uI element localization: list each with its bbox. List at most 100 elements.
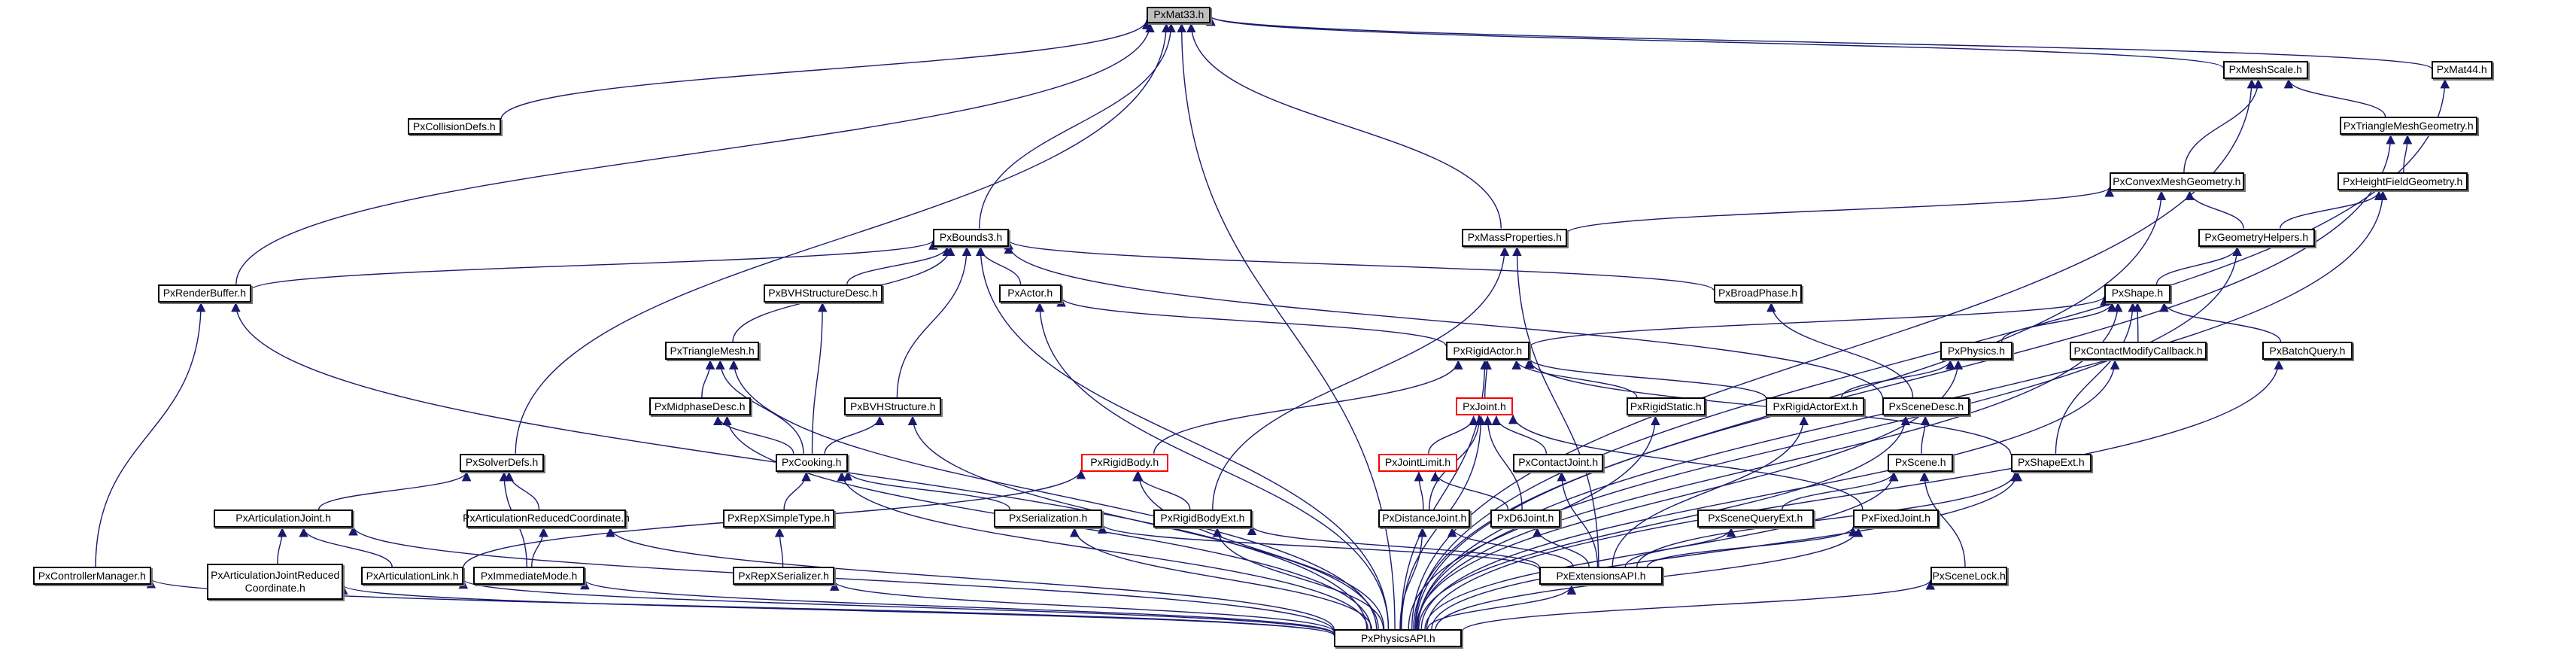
edge-PxBVHStructureDesc-to-PxBounds3	[846, 246, 952, 284]
node-px-shape[interactable]: PxShape.h	[2104, 284, 2170, 303]
edge-PxD6Joint-to-PxJoint	[1483, 415, 1523, 509]
node-px-joint[interactable]: PxJoint.h	[1455, 397, 1514, 416]
edge-PxPhysicsAPI-to-PxSceneDesc	[1417, 415, 1911, 630]
edge-PxExtensionsAPI-to-PxContactJoint	[1557, 471, 1599, 567]
edge-PxExtensionsAPI-to-PxD6Joint	[1533, 527, 1590, 567]
node-px-joint-limit[interactable]: PxJointLimit.h	[1378, 453, 1457, 472]
node-px-geometry-helpers[interactable]: PxGeometryHelpers.h	[2198, 228, 2315, 247]
node-px-extensions-api[interactable]: PxExtensionsAPI.h	[1539, 567, 1663, 586]
node-px-mat-44[interactable]: PxMat44.h	[2431, 60, 2492, 79]
edge-PxPhysicsAPI-to-PxCooking	[837, 471, 1368, 630]
node-px-triangle-mesh[interactable]: PxTriangleMesh.h	[665, 342, 759, 360]
edge-PxPhysicsAPI-to-PxArticulationJoint	[348, 525, 1335, 632]
edge-PxPhysicsAPI-to-PxBVHStructure	[907, 415, 1379, 630]
node-px-serialization[interactable]: PxSerialization.h	[994, 509, 1103, 528]
node-px-cooking[interactable]: PxCooking.h	[775, 453, 848, 472]
node-px-fixed-joint[interactable]: PxFixedJoint.h	[1853, 509, 1939, 528]
node-px-immediate-mode[interactable]: PxImmediateMode.h	[472, 567, 585, 586]
node-px-scene-query-ext[interactable]: PxSceneQueryExt.h	[1697, 509, 1814, 528]
edge-PxDistanceJoint-to-PxJointLimit	[1414, 471, 1424, 509]
node-px-rigid-body-ext[interactable]: PxRigidBodyExt.h	[1153, 509, 1252, 528]
edge-PxPhysicsAPI-to-PxRepXSerializer	[830, 580, 1335, 633]
node-px-articulation-joint[interactable]: PxArticulationJoint.h	[213, 509, 354, 528]
node-px-articulation-link[interactable]: PxArticulationLink.h	[361, 567, 463, 586]
edge-PxMat44-to-PxMat33	[1206, 15, 2432, 69]
node-px-scene-desc[interactable]: PxSceneDesc.h	[1882, 397, 1970, 416]
edge-PxRigidActorExt-to-PxRigidActor	[1524, 357, 1767, 399]
node-px-rep-xsimple-type[interactable]: PxRepXSimpleType.h	[722, 509, 835, 528]
node-px-batch-query[interactable]: PxBatchQuery.h	[2262, 342, 2353, 360]
node-px-render-buffer[interactable]: PxRenderBuffer.h	[157, 284, 252, 303]
edge-PxMidphaseDesc-to-PxTriangleMesh	[701, 360, 715, 398]
edge-PxPhysics-to-PxShape	[2000, 302, 2117, 342]
edge-PxExtensionsAPI-to-PxDistanceJoint	[1447, 527, 1574, 567]
edge-PxPhysicsAPI-to-PxShapeExt	[1431, 471, 2022, 630]
edge-PxCollisionDefs-to-PxMat33	[500, 20, 1152, 120]
node-px-controller-manager[interactable]: PxControllerManager.h	[32, 567, 151, 586]
edge-PxPhysicsAPI-to-PxBatchQuery	[1426, 360, 2284, 630]
node-px-bvhstructure[interactable]: PxBVHStructure.h	[844, 397, 942, 416]
node-px-broad-phase[interactable]: PxBroadPhase.h	[1713, 284, 1803, 303]
node-px-bounds-3[interactable]: PxBounds3.h	[933, 228, 1009, 247]
node-px-rigid-static[interactable]: PxRigidStatic.h	[1626, 397, 1706, 416]
edge-PxBroadPhase-to-PxBounds3	[1004, 239, 1715, 291]
edge-PxPhysicsAPI-to-PxTriangleMeshGeometry	[1415, 135, 2395, 630]
edge-PxScene-to-PxSceneDesc	[1920, 415, 1930, 454]
edge-PxMeshScale-to-PxMat33	[1206, 16, 2224, 68]
edge-PxCooking-to-PxMidphaseDesc	[713, 415, 794, 454]
node-px-rigid-actor[interactable]: PxRigidActor.h	[1445, 342, 1530, 360]
node-px-bvhstructure-desc[interactable]: PxBVHStructureDesc.h	[764, 284, 882, 303]
edge-PxPhysicsAPI-to-PxImmediateMode	[580, 579, 1335, 634]
node-px-articulation-joint-reduced-coordinate[interactable]: PxArticulationJointReduced Coordinate.h	[207, 564, 344, 601]
node-px-physics-api[interactable]: PxPhysicsAPI.h	[1334, 629, 1463, 648]
edge-PxGeometryHelpers-to-PxHeightFieldGeometry	[2280, 190, 2384, 229]
edge-PxArticulationReducedCoordinate-to-PxSolverDefs	[504, 471, 540, 509]
node-px-triangle-mesh-geometry[interactable]: PxTriangleMeshGeometry.h	[2339, 117, 2477, 135]
edge-PxRepXSimpleType-to-PxCooking	[783, 471, 811, 509]
edge-PxPhysicsAPI-to-PxSceneLock	[1461, 579, 1935, 632]
edge-PxExtensionsAPI-to-PxShapeExt	[1636, 471, 2020, 567]
node-px-d6joint[interactable]: PxD6Joint.h	[1490, 509, 1561, 528]
edge-PxActor-to-PxBounds3	[975, 246, 1022, 284]
edge-PxExtensionsAPI-to-PxRigidActorExt	[1612, 415, 1809, 567]
edge-PxExtensionsAPI-to-PxMassProperties	[1512, 246, 1599, 567]
edge-PxMassProperties-to-PxConvexMeshGeometry	[1566, 187, 2114, 234]
node-px-shape-ext[interactable]: PxShapeExt.h	[2010, 453, 2091, 472]
edge-PxPhysicsAPI-to-PxArticulationLink	[458, 579, 1335, 635]
node-px-scene[interactable]: PxScene.h	[1888, 453, 1954, 472]
edge-PxPhysicsAPI-to-PxBounds3	[976, 246, 1390, 630]
edge-PxArticulationJointReducedCoordinate-to-PxArticulationJoint	[277, 527, 287, 564]
node-px-articulation-reduced-coordinate[interactable]: PxArticulationReducedCoordinate.h	[463, 509, 630, 528]
node-px-mesh-scale[interactable]: PxMeshScale.h	[2222, 60, 2309, 79]
edge-PxRenderBuffer-to-PxMat33	[235, 23, 1155, 284]
edge-PxPhysicsAPI-to-PxGeometryHelpers	[1417, 246, 2242, 630]
edge-PxRigidBody-to-PxRigidActor	[1153, 360, 1463, 454]
node-px-convex-mesh-geometry[interactable]: PxConvexMeshGeometry.h	[2109, 172, 2244, 191]
edge-PxCooking-to-PxBVHStructureDesc	[811, 302, 828, 454]
edge-PxPhysicsAPI-to-PxSerialization	[1070, 527, 1372, 630]
node-px-rigid-actor-ext[interactable]: PxRigidActorExt.h	[1766, 397, 1865, 416]
node-px-contact-modify-callback[interactable]: PxContactModifyCallback.h	[2070, 342, 2207, 360]
node-px-solver-defs[interactable]: PxSolverDefs.h	[460, 453, 544, 472]
edge-PxPhysicsAPI-to-PxRigidBodyExt	[1212, 527, 1384, 630]
node-px-distance-joint[interactable]: PxDistanceJoint.h	[1378, 509, 1471, 528]
node-px-contact-joint[interactable]: PxContactJoint.h	[1513, 453, 1604, 472]
node-px-physics[interactable]: PxPhysics.h	[1940, 342, 2012, 360]
node-px-mass-properties[interactable]: PxMassProperties.h	[1462, 228, 1568, 247]
edge-PxRepXSerializer-to-PxRepXSimpleType	[774, 527, 785, 567]
edge-PxExtensionsAPI-to-PxSerialization	[1098, 524, 1540, 570]
edge-PxSceneLock-to-PxScene	[1919, 471, 1966, 567]
edge-PxPhysicsAPI-to-PxExtensionsAPI	[1426, 585, 1577, 630]
edge-PxHeightFieldGeometry-to-PxTriangleMeshGeometry	[2402, 135, 2413, 173]
node-px-scene-lock[interactable]: PxSceneLock.h	[1930, 567, 2008, 586]
node-px-mat-33[interactable]: PxMat33.h	[1147, 6, 1211, 23]
edge-PxContactModifyCallback-to-PxShape	[2132, 302, 2143, 342]
node-px-midphase-desc[interactable]: PxMidphaseDesc.h	[649, 397, 751, 416]
node-px-rep-xserializer[interactable]: PxRepXSerializer.h	[732, 567, 835, 586]
edge-PxGeometryHelpers-to-PxConvexMeshGeometry	[2185, 190, 2244, 229]
node-px-rigid-body[interactable]: PxRigidBody.h	[1080, 453, 1168, 472]
node-px-actor[interactable]: PxActor.h	[998, 284, 1062, 303]
node-px-collision-defs[interactable]: PxCollisionDefs.h	[407, 118, 502, 135]
node-px-height-field-geometry[interactable]: PxHeightFieldGeometry.h	[2338, 172, 2468, 191]
